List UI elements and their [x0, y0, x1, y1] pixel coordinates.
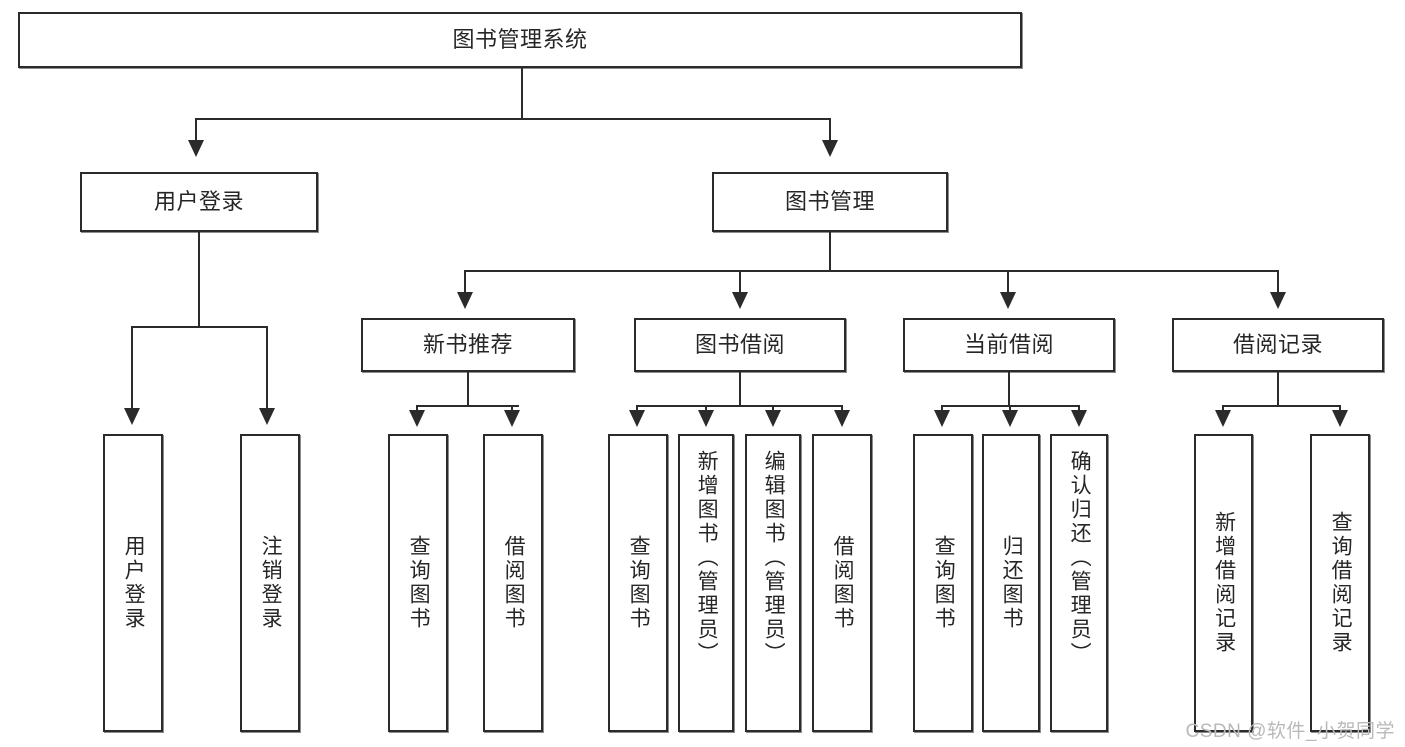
- node-book-manage[interactable]: 图书管理: [712, 172, 948, 232]
- leaf-borrow-record-2[interactable]: 查询借阅记录: [1310, 434, 1370, 732]
- arrow-to-leaf-borrow-record-1: [1215, 410, 1231, 427]
- leaf-user-login-1[interactable]: 用户登录: [103, 434, 163, 732]
- arrow-to-leaf-current-borrow-3: [1071, 410, 1087, 427]
- leaf-book-borrow-1[interactable]: 查询图书: [608, 434, 668, 732]
- connector-book-manage-bus: [464, 270, 1277, 272]
- leaf-current-borrow-2[interactable]: 归还图书: [982, 434, 1040, 732]
- leaf-book-borrow-2-label: 新增图书（管理员）: [695, 450, 719, 666]
- leaf-new-book-rec-1-label: 查询图书: [407, 535, 431, 631]
- leaf-book-borrow-4[interactable]: 借阅图书: [812, 434, 872, 732]
- arrow-to-leaf-new-book-rec-1: [409, 410, 425, 427]
- node-new-book-rec[interactable]: 新书推荐: [361, 318, 575, 372]
- connector-borrow-record-leg-1: [1222, 405, 1224, 412]
- leaf-borrow-record-2-label: 查询借阅记录: [1329, 511, 1353, 655]
- connector-book-manage-leg-3: [1007, 270, 1009, 294]
- connector-borrow-record-bus: [1222, 405, 1339, 407]
- connector-user-login-trunk: [198, 232, 200, 327]
- arrow-to-leaf-book-borrow-3: [765, 410, 781, 427]
- arrow-to-book-borrow: [732, 292, 748, 309]
- node-user-login-label: 用户登录: [153, 188, 244, 214]
- connector-book-borrow-bus: [636, 405, 843, 407]
- leaf-new-book-rec-1[interactable]: 查询图书: [388, 434, 448, 732]
- node-user-login[interactable]: 用户登录: [80, 172, 318, 232]
- leaf-borrow-record-1-label: 新增借阅记录: [1212, 511, 1236, 655]
- connector-book-borrow-leg-3: [772, 405, 774, 412]
- arrow-to-book-manage: [822, 140, 838, 157]
- connector-new-book-rec-bus: [416, 405, 519, 407]
- connector-current-borrow-leg-1: [941, 405, 943, 412]
- arrow-to-leaf-borrow-record-2: [1332, 410, 1348, 427]
- node-borrow-record[interactable]: 借阅记录: [1172, 318, 1384, 372]
- connector-root-leg-left: [195, 118, 197, 143]
- connector-current-borrow-trunk: [1008, 372, 1010, 406]
- arrow-to-leaf-book-borrow-2: [698, 410, 714, 427]
- arrow-to-current-borrow: [1000, 292, 1016, 309]
- connector-book-borrow-leg-2: [705, 405, 707, 412]
- connector-borrow-record-leg-2: [1339, 405, 1341, 412]
- connector-user-login-bus: [131, 326, 268, 328]
- connector-borrow-record-trunk: [1277, 372, 1279, 406]
- leaf-new-book-rec-2-label: 借阅图书: [502, 535, 526, 631]
- connector-new-book-rec-trunk: [467, 372, 469, 406]
- node-book-borrow[interactable]: 图书借阅: [634, 318, 846, 372]
- arrow-to-leaf-current-borrow-2: [1002, 410, 1018, 427]
- arrow-to-leaf-current-borrow-1: [934, 410, 950, 427]
- connector-user-login-leg-1: [131, 326, 133, 410]
- arrow-to-leaf-user-login-1: [124, 408, 140, 425]
- connector-current-borrow-leg-3: [1078, 405, 1080, 412]
- connector-book-borrow-leg-4: [841, 405, 843, 412]
- connector-book-manage-leg-1: [464, 270, 466, 294]
- arrow-to-user-login: [188, 140, 204, 157]
- leaf-borrow-record-1[interactable]: 新增借阅记录: [1194, 434, 1253, 732]
- connector-new-book-rec-leg-1: [416, 405, 418, 412]
- leaf-new-book-rec-2[interactable]: 借阅图书: [483, 434, 543, 732]
- connector-new-book-rec-leg-2: [511, 405, 513, 412]
- node-book-manage-label: 图书管理: [784, 188, 875, 214]
- connector-book-manage-trunk: [829, 232, 831, 271]
- leaf-current-borrow-3-label: 确认归还（管理员）: [1068, 450, 1092, 666]
- connector-root-trunk: [521, 68, 523, 119]
- connector-book-manage-leg-4: [1277, 270, 1279, 294]
- node-root-label: 图书管理系统: [452, 26, 588, 52]
- leaf-book-borrow-1-label: 查询图书: [627, 535, 651, 631]
- leaf-current-borrow-1-label: 查询图书: [932, 535, 956, 631]
- leaf-book-borrow-3-label: 编辑图书（管理员）: [762, 450, 786, 666]
- node-book-borrow-label: 图书借阅: [694, 331, 785, 357]
- leaf-current-borrow-2-label: 归还图书: [1000, 535, 1024, 631]
- connector-root-bus: [195, 118, 831, 120]
- arrow-to-leaf-book-borrow-1: [629, 410, 645, 427]
- leaf-user-login-2-label: 注销登录: [259, 535, 283, 631]
- leaf-current-borrow-3[interactable]: 确认归还（管理员）: [1050, 434, 1108, 732]
- connector-root-leg-right: [829, 118, 831, 143]
- arrow-to-new-book-rec: [457, 292, 473, 309]
- connector-current-borrow-leg-2: [1009, 405, 1011, 412]
- leaf-current-borrow-1[interactable]: 查询图书: [913, 434, 973, 732]
- connector-book-manage-leg-2: [739, 270, 741, 294]
- leaf-user-login-2[interactable]: 注销登录: [240, 434, 300, 732]
- node-current-borrow-label: 当前借阅: [963, 331, 1054, 357]
- leaf-book-borrow-4-label: 借阅图书: [831, 535, 855, 631]
- arrow-to-leaf-new-book-rec-2: [504, 410, 520, 427]
- node-new-book-rec-label: 新书推荐: [422, 331, 513, 357]
- connector-user-login-leg-2: [266, 326, 268, 410]
- arrow-to-borrow-record: [1270, 292, 1286, 309]
- node-current-borrow[interactable]: 当前借阅: [903, 318, 1115, 372]
- node-root[interactable]: 图书管理系统: [18, 12, 1022, 68]
- connector-book-borrow-leg-1: [636, 405, 638, 412]
- node-borrow-record-label: 借阅记录: [1232, 331, 1323, 357]
- leaf-book-borrow-2[interactable]: 新增图书（管理员）: [678, 434, 734, 732]
- arrow-to-leaf-book-borrow-4: [834, 410, 850, 427]
- leaf-book-borrow-3[interactable]: 编辑图书（管理员）: [745, 434, 801, 732]
- connector-book-borrow-trunk: [739, 372, 741, 406]
- arrow-to-leaf-user-login-2: [259, 408, 275, 425]
- leaf-user-login-1-label: 用户登录: [122, 535, 146, 631]
